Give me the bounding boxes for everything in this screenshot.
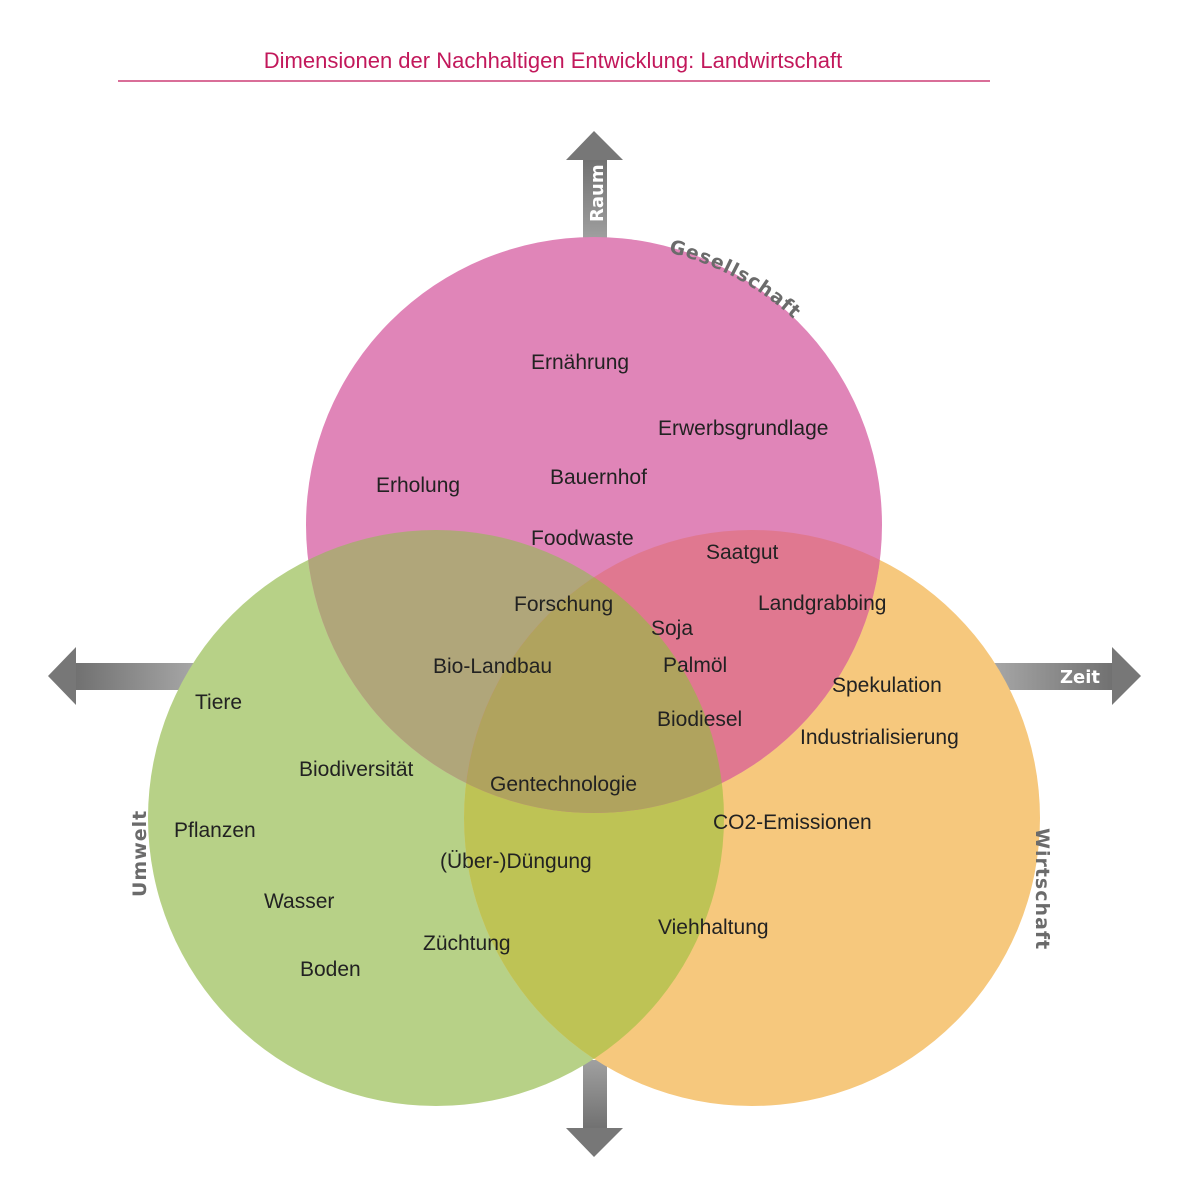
term: Erwerbsgrundlage — [658, 417, 828, 440]
term: Ernährung — [531, 351, 629, 374]
term: CO2-Emissionen — [713, 811, 872, 834]
axis-label-zeit: Zeit — [1060, 667, 1100, 688]
arrow-up-icon — [566, 131, 623, 240]
term: Industrialisierung — [800, 726, 959, 749]
term: Erholung — [376, 474, 460, 497]
term: Tiere — [195, 691, 242, 714]
term: Züchtung — [423, 932, 511, 955]
term: Saatgut — [706, 541, 779, 564]
term: Pflanzen — [174, 819, 256, 842]
overlap-gesellschaft-umwelt — [306, 530, 724, 813]
term: Palmöl — [663, 654, 727, 677]
term: Viehhaltung — [658, 916, 769, 939]
term: Forschung — [514, 593, 613, 616]
arrow-down-icon — [566, 1060, 623, 1157]
overlap-gesellschaft-wirtschaft — [464, 530, 882, 813]
term: Biodiesel — [657, 708, 742, 731]
term: Gentechnologie — [490, 773, 637, 796]
dimension-label-umwelt: Umwelt — [129, 810, 151, 897]
term: Spekulation — [832, 674, 942, 697]
term: Bio-Landbau — [433, 655, 552, 678]
term: Landgrabbing — [758, 592, 886, 615]
arrow-right-icon — [990, 647, 1141, 705]
term: Soja — [651, 617, 693, 640]
dimension-label-wirtschaft: Wirtschaft — [1031, 828, 1053, 950]
term: Bauernhof — [550, 466, 647, 489]
term: Foodwaste — [531, 527, 634, 550]
term: Wasser — [264, 890, 334, 913]
term: (Über-)Düngung — [440, 850, 592, 873]
page-title: Dimensionen der Nachhaltigen Entwicklung… — [264, 48, 842, 73]
arrow-left-icon — [48, 647, 198, 705]
term: Boden — [300, 958, 361, 981]
axis-label-raum: Raum — [587, 164, 608, 222]
term: Biodiversität — [299, 758, 414, 781]
